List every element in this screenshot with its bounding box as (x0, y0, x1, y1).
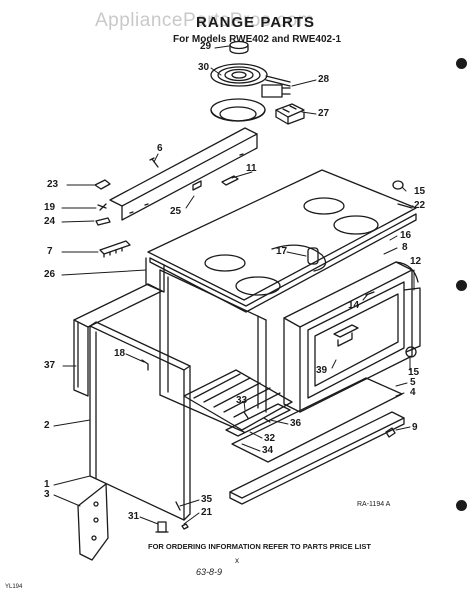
callout-25: 25 (170, 206, 182, 217)
bracket-part-11 (221, 175, 239, 186)
leveling-leg-part-31 (155, 521, 169, 533)
callout-12: 12 (410, 256, 422, 267)
diagram-subtitle: For Models RWE402 and RWE402-1 (173, 34, 342, 45)
registration-dot (456, 58, 467, 69)
leader-lines (53, 45, 415, 525)
screw-part-35 (175, 501, 181, 511)
callout-8: 8 (402, 242, 408, 253)
callout-15-top: 15 (414, 186, 426, 197)
surface-element-part-30 (210, 63, 291, 87)
registration-dot (456, 500, 467, 511)
screw-part-18 (141, 359, 149, 371)
callout-16: 16 (400, 230, 412, 241)
callout-39: 39 (316, 365, 328, 376)
gasket-part-12 (403, 287, 421, 353)
oven-door (283, 261, 419, 413)
bracket-part-3 (77, 483, 109, 561)
terminal-strip-part-7 (99, 240, 131, 258)
knob-part-29 (229, 40, 249, 55)
leveler-part-9 (385, 427, 396, 438)
reference-code: RA-1194 A (357, 501, 391, 508)
control-panel (109, 127, 258, 221)
grommet-part-15-top (392, 180, 404, 190)
callout-29: 29 (200, 41, 212, 52)
cabinet-body (159, 269, 267, 433)
diagram-title: RANGE PARTS (196, 14, 316, 31)
callout-36: 36 (290, 418, 302, 429)
side-panel-part-37 (73, 283, 163, 397)
callout-14: 14 (348, 300, 360, 311)
clip-part-23 (94, 179, 111, 190)
rack-part-32 (225, 403, 291, 437)
drip-pan (210, 98, 266, 122)
side-panel-part-2 (89, 321, 191, 521)
callout-5: 5 (410, 377, 416, 388)
bracket-part-24 (95, 217, 111, 226)
watermark: AppliancePartsPros.com (95, 10, 315, 31)
callout-6: 6 (157, 143, 163, 154)
callout-15-lower: 15 (408, 367, 420, 378)
callout-35: 35 (201, 494, 213, 505)
callout-17: 17 (276, 246, 288, 257)
callout-19: 19 (44, 202, 56, 213)
receptacle-part-27 (275, 103, 305, 125)
callout-34: 34 (262, 445, 274, 456)
callout-22: 22 (414, 200, 426, 211)
callout-24: 24 (44, 216, 56, 227)
terminal-block-part-28 (261, 84, 291, 98)
trim-part-22 (397, 203, 413, 209)
callout-4: 4 (410, 387, 416, 398)
callout-9: 9 (412, 422, 418, 433)
screw-part-19 (97, 203, 107, 211)
callout-30: 30 (198, 62, 210, 73)
callout-2: 2 (44, 420, 50, 431)
base-rail-part-4 (229, 411, 405, 505)
callout-26: 26 (44, 269, 56, 280)
callout-3: 3 (44, 489, 50, 500)
callout-1: 1 (44, 479, 50, 490)
callout-23: 23 (47, 179, 59, 190)
callout-27: 27 (318, 108, 330, 119)
callout-11: 11 (246, 163, 257, 174)
screw-part-6 (149, 157, 159, 168)
screw-part-33 (243, 411, 249, 419)
oven-rack-part-34 (183, 369, 293, 431)
callout-37: 37 (44, 360, 56, 371)
callout-18: 18 (114, 348, 126, 359)
callout-7: 7 (47, 246, 53, 257)
cooktop (147, 169, 417, 313)
page-code: 63-8-9 (196, 567, 223, 577)
screw-part-36 (263, 417, 271, 423)
callout-28: 28 (318, 74, 330, 85)
image-code: YL194 (5, 584, 23, 590)
ordering-footnote: FOR ORDERING INFORMATION REFER TO PARTS … (148, 542, 371, 551)
callout-33: 33 (236, 395, 248, 406)
callout-21: 21 (201, 507, 213, 518)
screw-part-21 (181, 523, 189, 530)
page-mark: x (235, 556, 239, 565)
callout-31: 31 (128, 511, 140, 522)
callout-32: 32 (264, 433, 276, 444)
registration-dot (456, 280, 467, 291)
